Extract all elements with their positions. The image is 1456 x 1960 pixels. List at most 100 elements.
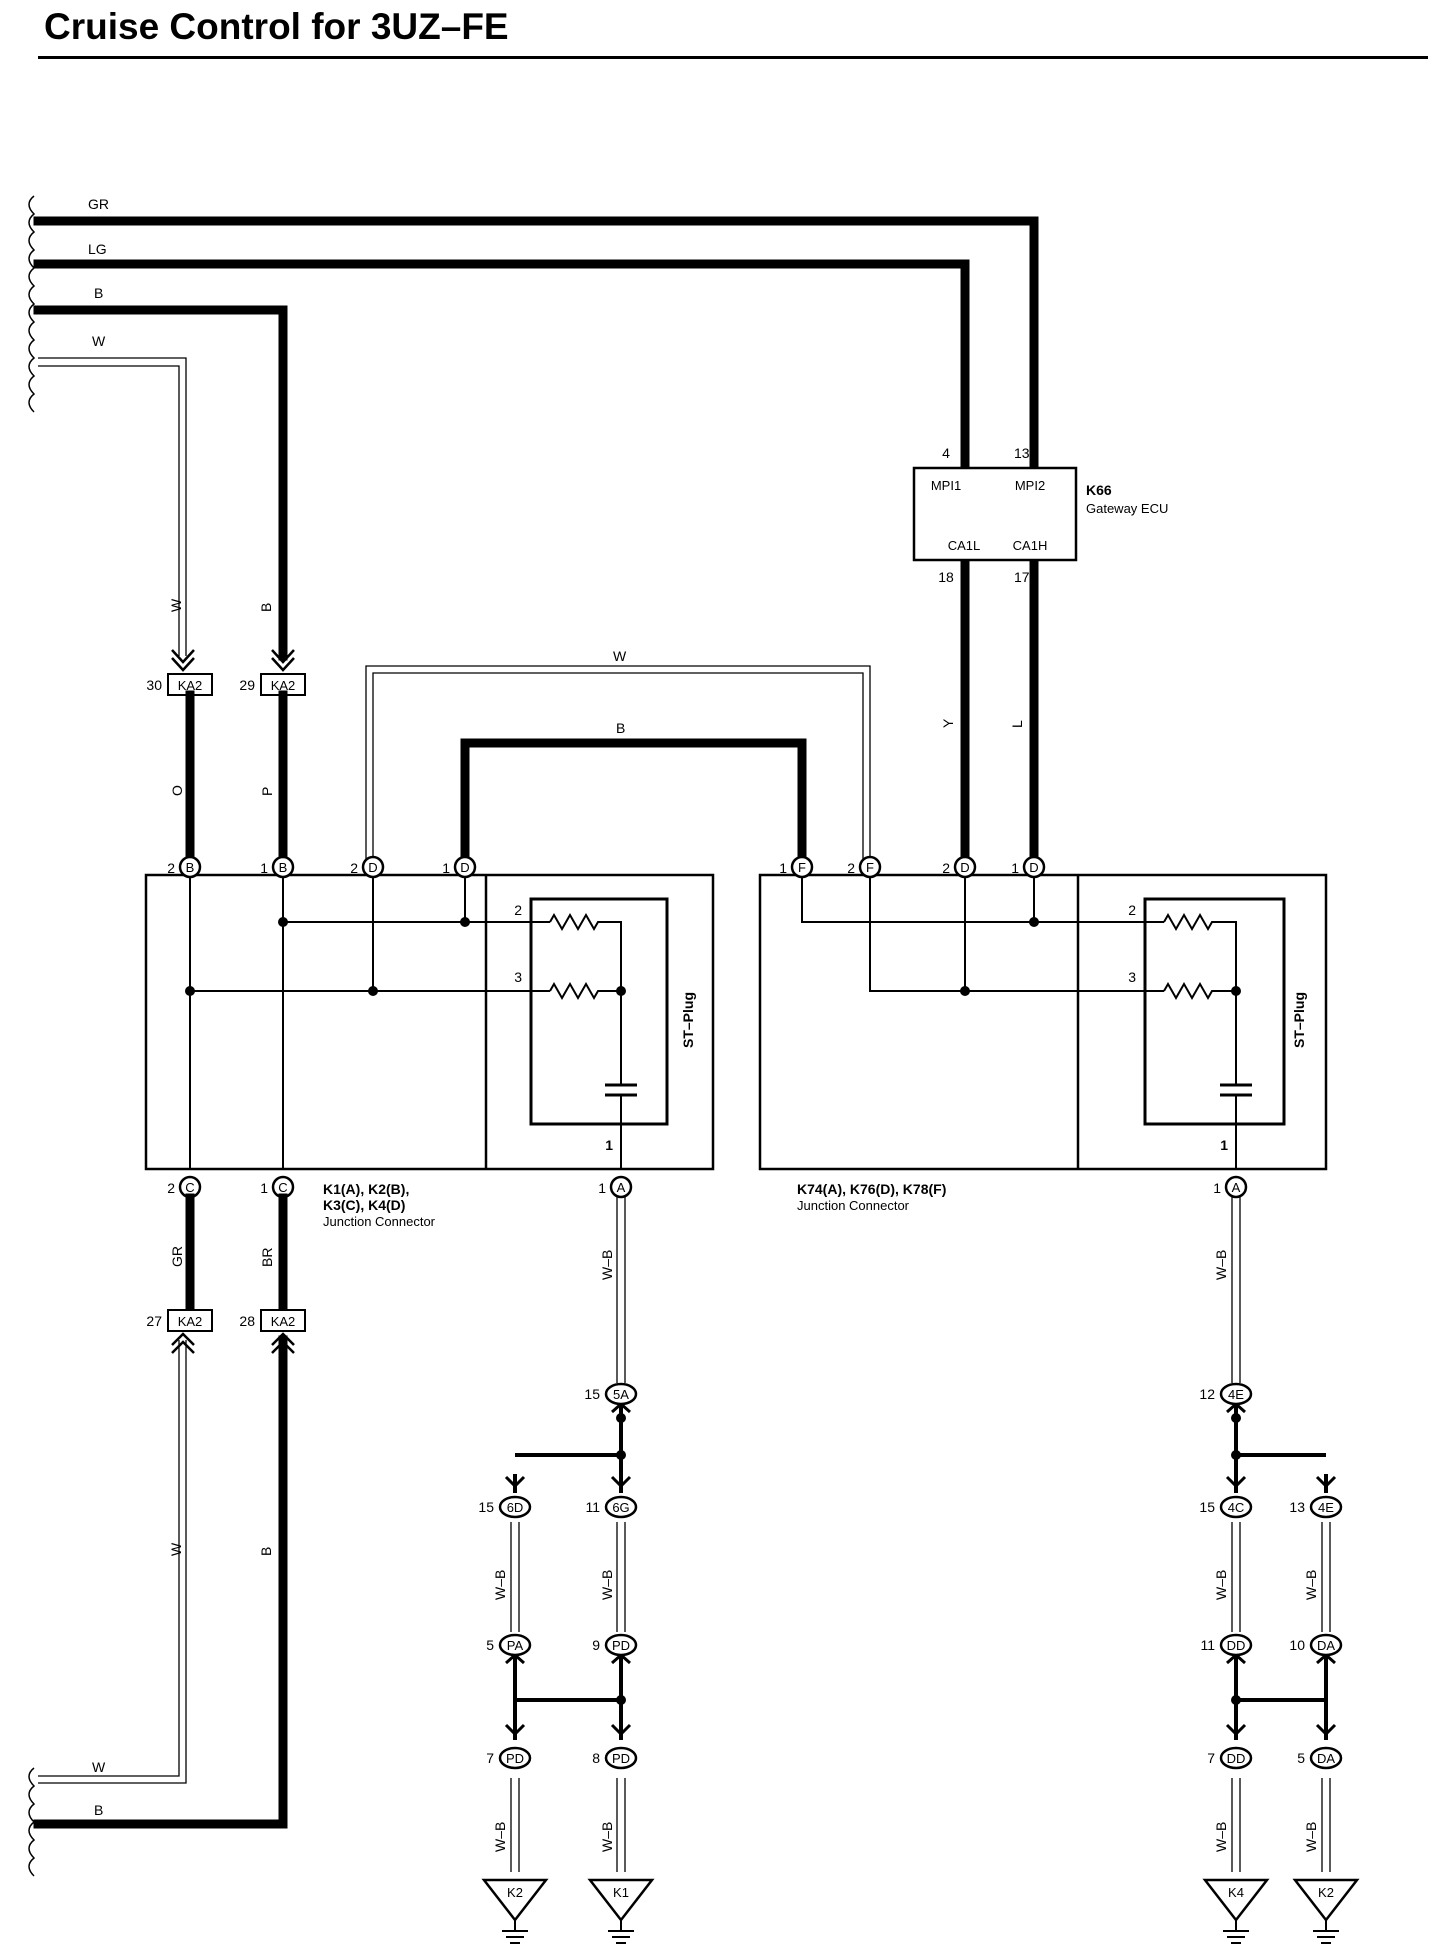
terminal-d-2: D 2: [350, 855, 385, 879]
terminal-label: C: [185, 1180, 194, 1195]
pin-number: 15: [1199, 1499, 1215, 1515]
ground-label: K1: [613, 1885, 629, 1900]
connector-label: KA2: [178, 1314, 203, 1329]
connector-ka2-30: KA2 30: [146, 673, 213, 696]
pin-mpi2: MPI2: [1015, 478, 1045, 493]
wire-label-wb: W–B: [1303, 1822, 1319, 1852]
splice-5a: 5A 15: [584, 1382, 638, 1406]
ecu-name: Gateway ECU: [1086, 501, 1168, 516]
terminal-d-1: D 1: [442, 855, 477, 879]
page-title: Cruise Control for 3UZ–FE: [44, 6, 509, 47]
junction-right-line2: Junction Connector: [797, 1198, 910, 1213]
connector-label: KA2: [271, 678, 296, 693]
wire-label-wb: W–B: [599, 1250, 615, 1280]
splice-6d: 6D 15: [478, 1495, 532, 1519]
pin-number-13: 13: [1014, 445, 1030, 461]
wire-label-b-bottom: B: [94, 1802, 103, 1818]
pin-number: 2: [167, 860, 175, 876]
wire-label-w-bottom: W: [92, 1759, 106, 1775]
connector-label: KA2: [178, 678, 203, 693]
junction-left-line1: K1(A), K2(B),: [323, 1181, 409, 1197]
pin-ca1h: CA1H: [1013, 538, 1048, 553]
ground-label: K4: [1228, 1885, 1244, 1900]
connector-ka2-27: KA2 27: [146, 1309, 213, 1332]
harness-break-bottom: [28, 1767, 36, 1877]
wire-w-bottom: [38, 1340, 187, 1784]
splice-pd-8: PD 8: [592, 1746, 638, 1770]
wire-label-b-bottom-vertical: B: [258, 1547, 274, 1556]
pin-number: 3: [1128, 969, 1136, 985]
splice-label: PA: [507, 1638, 524, 1653]
junction-left-line2: K3(C), K4(D): [323, 1197, 405, 1213]
wire-label-wb: W–B: [1213, 1570, 1229, 1600]
terminal-b-2: B 2: [167, 855, 202, 879]
terminal-a-right: A 1: [1213, 1175, 1248, 1199]
pin-number-18: 18: [938, 569, 954, 585]
terminal-label: A: [1232, 1180, 1241, 1195]
pin-number: 1: [442, 860, 450, 876]
connector-arrow-30: [171, 649, 195, 672]
ground-k4: K4: [1202, 1878, 1270, 1944]
wire-label-b-bridge: B: [616, 720, 625, 736]
harness-break-top: [28, 195, 36, 413]
pin-mpi1: MPI1: [931, 478, 961, 493]
pin-number: 12: [1199, 1386, 1215, 1402]
pin-number: 15: [584, 1386, 600, 1402]
pin-number: 7: [486, 1750, 494, 1766]
junction-connector-left: 2 3 1 ST–Plug: [144, 870, 715, 1171]
connector-arrow-27: [171, 1332, 195, 1354]
splice-label: 4E: [1228, 1387, 1244, 1402]
terminal-label: F: [798, 860, 806, 875]
pin-number: 29: [239, 677, 255, 693]
wire-label-wb: W–B: [1213, 1822, 1229, 1852]
pin-number-4: 4: [942, 445, 950, 461]
terminal-d-2-right: D 2: [942, 855, 977, 879]
wire-w-top: [38, 357, 187, 656]
splice-label: DD: [1227, 1751, 1246, 1766]
terminal-label: B: [186, 860, 195, 875]
wire-label-wb: W–B: [492, 1570, 508, 1600]
pin-number: 11: [1200, 1637, 1215, 1653]
pin-number: 15: [478, 1499, 494, 1515]
pin-number: 1: [1220, 1137, 1228, 1153]
pin-number: 1: [598, 1180, 606, 1196]
ground-k2-right: K2: [1292, 1878, 1360, 1944]
pin-number: 2: [350, 860, 358, 876]
wire-label-lg: LG: [88, 241, 107, 257]
pin-number: 2: [942, 860, 950, 876]
pin-number-17: 17: [1014, 569, 1030, 585]
pin-number: 1: [1213, 1180, 1221, 1196]
ground-tree-right: W–B W–B W–B W–B W–B: [1213, 1197, 1337, 1872]
splice-6g: 6G 11: [585, 1495, 638, 1519]
terminal-f-2: F 2: [847, 855, 882, 879]
wire-label-y: Y: [940, 718, 956, 728]
junction-left-line3: Junction Connector: [323, 1214, 436, 1229]
ground-label: K2: [507, 1885, 523, 1900]
title-divider: [38, 56, 1428, 59]
splice-label: PD: [506, 1751, 524, 1766]
pin-number: 1: [779, 860, 787, 876]
wire-label-gr-lower: GR: [169, 1246, 185, 1267]
wire-label-gr: GR: [88, 196, 109, 212]
junction-right-line1: K74(A), K76(D), K78(F): [797, 1181, 946, 1197]
splice-label: PD: [612, 1638, 630, 1653]
pin-number: 1: [260, 1180, 268, 1196]
pin-ca1l: CA1L: [948, 538, 981, 553]
ecu-code: K66: [1086, 482, 1112, 498]
gateway-ecu: MPI1 MPI2 CA1L CA1H 4 13 18 17 K66 Gatew…: [912, 445, 1168, 585]
wire-label-o: O: [169, 785, 185, 796]
splice-label: DA: [1317, 1751, 1335, 1766]
st-plug-label: ST–Plug: [680, 992, 696, 1048]
terminal-label: F: [866, 860, 874, 875]
terminal-a-left: A 1: [598, 1175, 633, 1199]
connector-ka2-28: KA2 28: [239, 1309, 306, 1332]
connector-ka2-29: KA2 29: [239, 673, 306, 696]
terminal-label: B: [279, 860, 288, 875]
pin-number: 9: [592, 1637, 600, 1653]
wire-b-bottom: [33, 1335, 288, 1829]
terminal-label: A: [617, 1180, 626, 1195]
junction-connector-right: 2 3 1 ST–Plug: [758, 870, 1328, 1171]
pin-number: 1: [260, 860, 268, 876]
splice-dd-7: DD 7: [1207, 1746, 1253, 1770]
